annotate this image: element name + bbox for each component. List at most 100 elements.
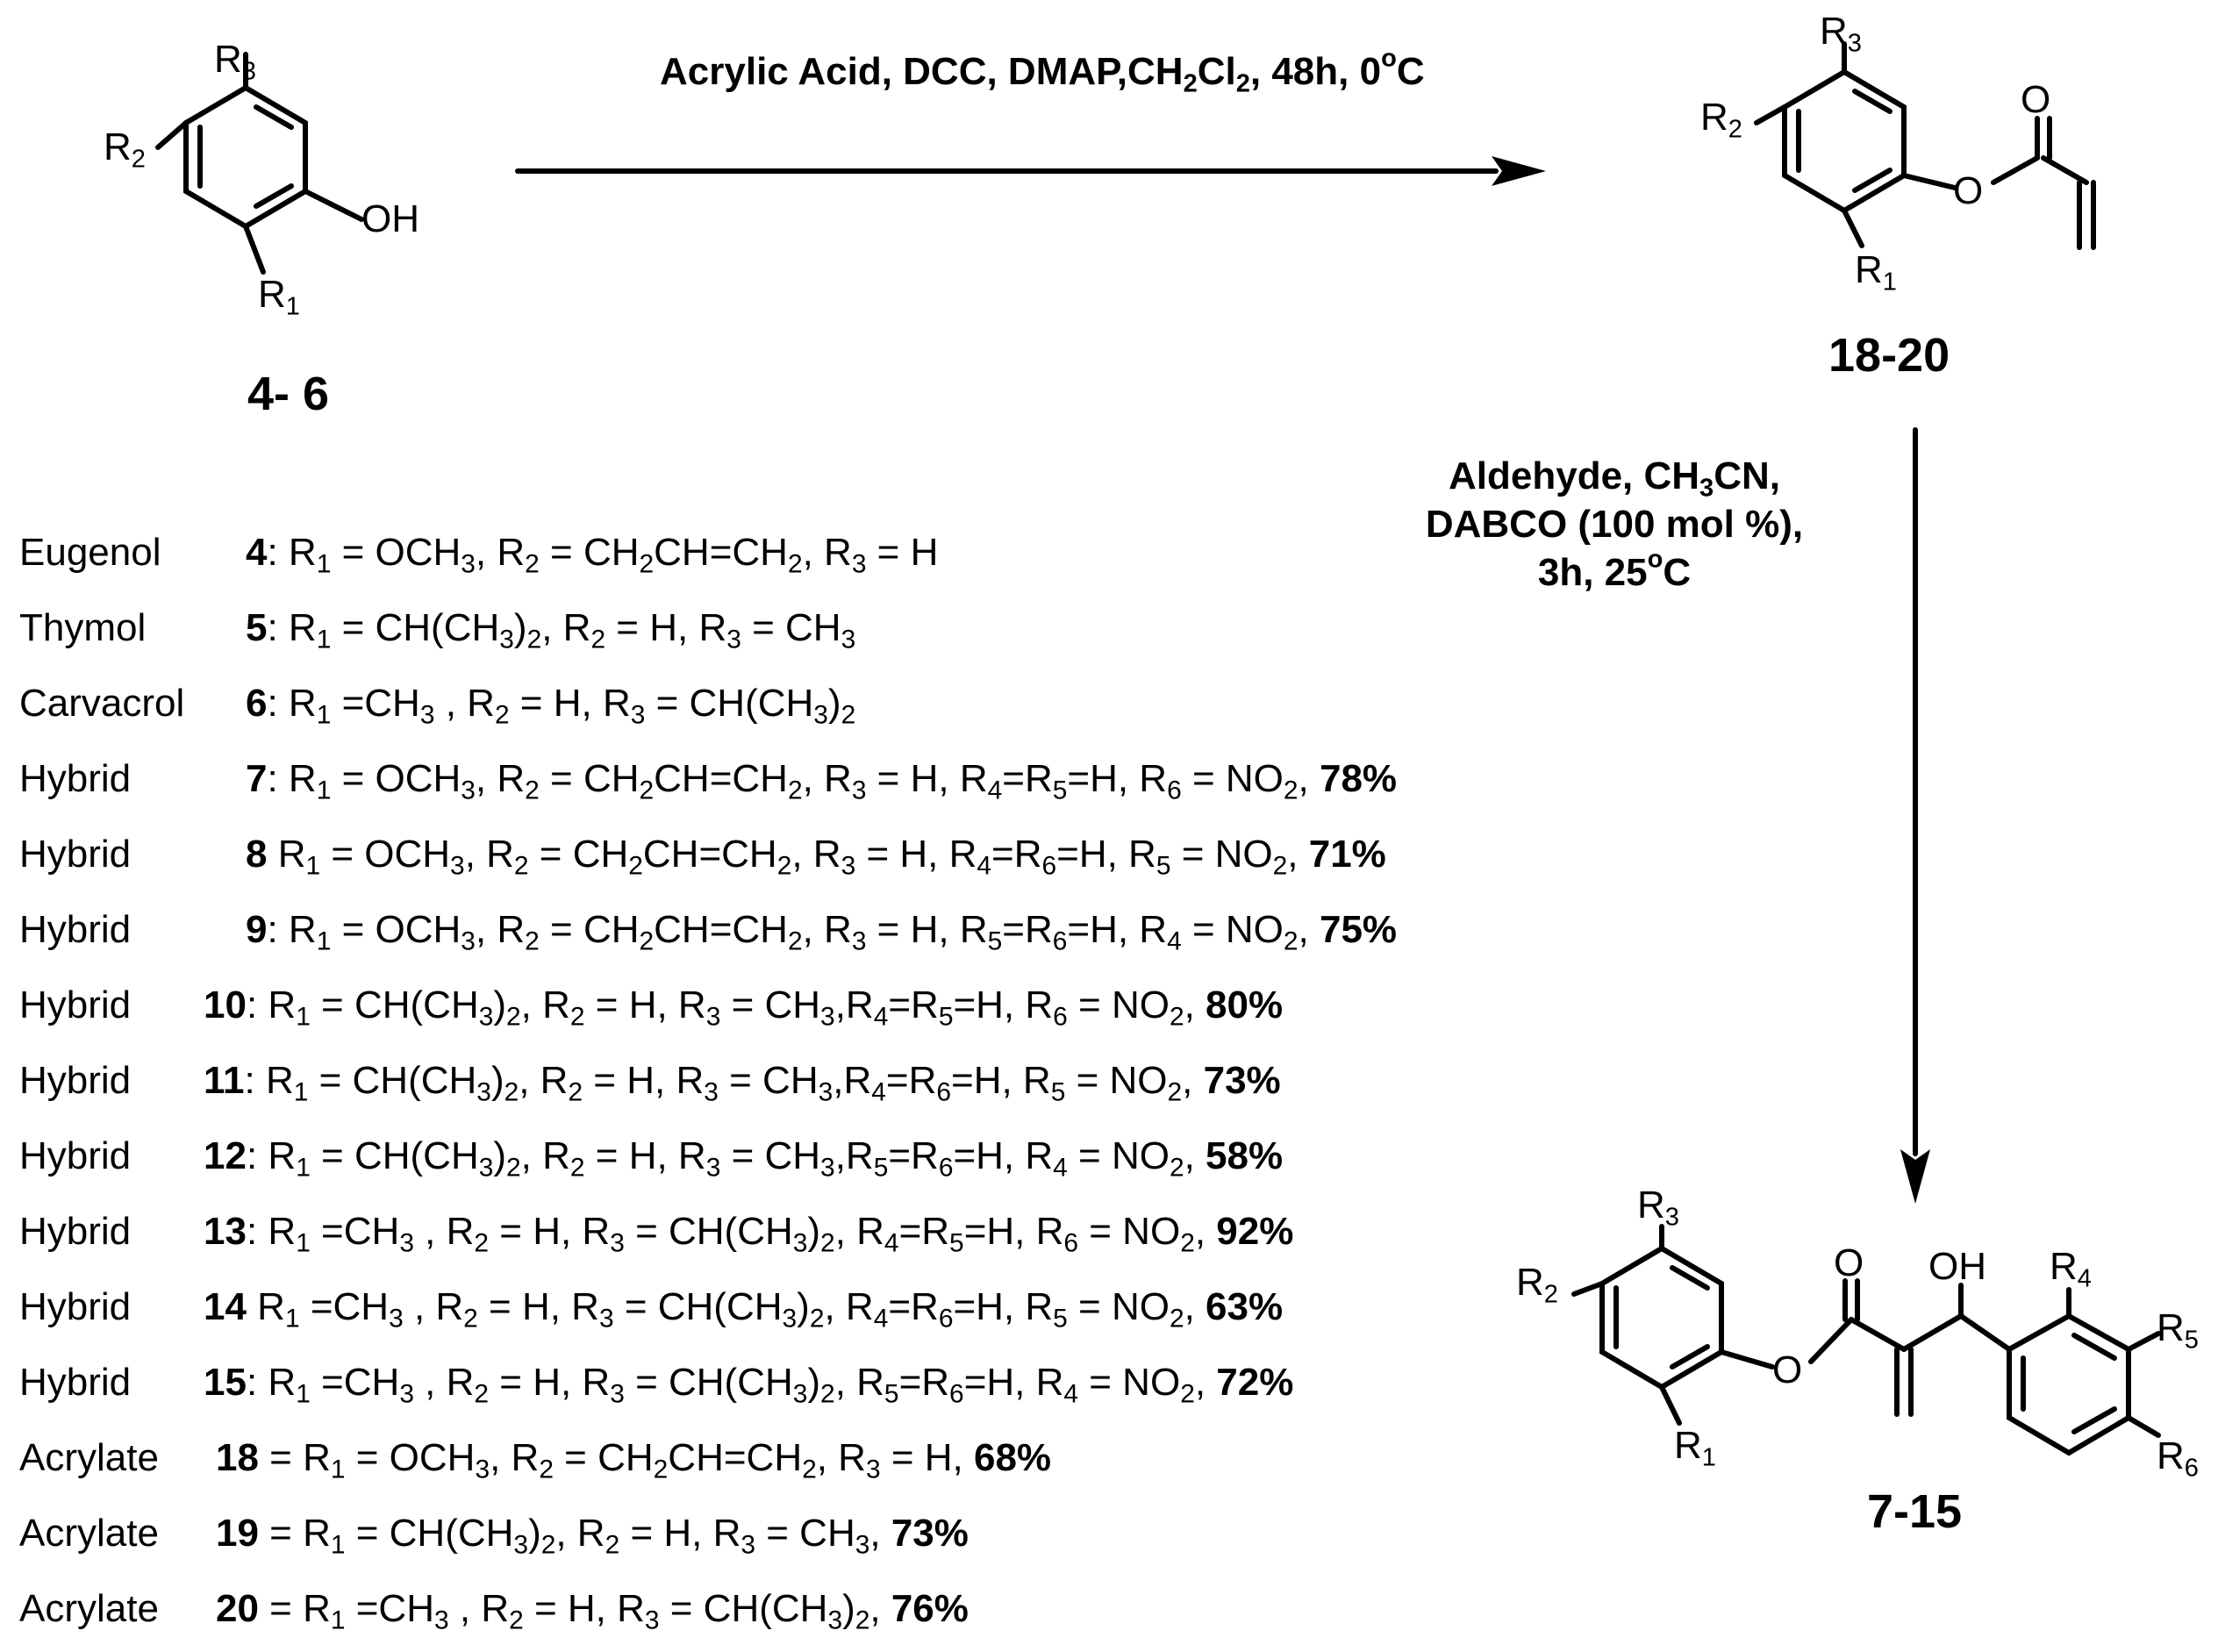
legend-compound-id: 4: [246, 531, 268, 574]
atom-o-carbonyl: O: [2021, 78, 2051, 121]
atom-r1: R1: [1674, 1424, 1716, 1472]
legend-yield: 75%: [1319, 908, 1398, 951]
phenol-structure: [155, 52, 364, 275]
aryl-acrylate-structure: [1754, 41, 2096, 250]
legend-compound-class: Hybrid: [19, 1059, 132, 1102]
r1-digits: 1: [285, 292, 300, 321]
atom-r5: R5: [2157, 1306, 2199, 1355]
legend-yield: 92%: [1216, 1210, 1294, 1253]
r1-digits: 1: [1701, 1443, 1716, 1472]
legend-compound-id: 7: [246, 757, 268, 800]
r5-digits: 5: [2184, 1326, 2199, 1355]
legend-yield: 80%: [1206, 983, 1284, 1026]
r3-digits: 3: [1847, 29, 1862, 58]
atom-r3: R3: [1820, 10, 1862, 58]
legend-substituents: 19 = R1 = CH(CH3)2, R2 = H, R3 = CH3, 73…: [216, 1512, 969, 1560]
legend-substituents: 8 R1 = OCH3, R2 = CH2CH=CH2, R3 = H, R4=…: [246, 833, 1386, 881]
legend-compound-id: 9: [246, 908, 268, 951]
reaction-arrow-2: [1900, 427, 1930, 1204]
legend-compound-id: 19: [216, 1512, 259, 1555]
legend-compound-id: 18: [216, 1436, 259, 1479]
legend-yield: 72%: [1216, 1361, 1294, 1404]
atom-o-ester: O: [1772, 1348, 1803, 1391]
legend-compound-class: Carvacrol: [19, 682, 185, 725]
compound-label-phenols: 4- 6: [247, 368, 330, 420]
step2-line-1: Aldehyde, CH3CN,: [1449, 454, 1780, 503]
legend-compound-id: 6: [246, 682, 268, 725]
legend-yield: 73%: [891, 1512, 969, 1555]
atom-r2: R2: [1700, 96, 1742, 144]
legend-compound-class: Hybrid: [19, 833, 132, 876]
legend-compound-id: 11: [204, 1059, 245, 1102]
legend-yield: 71%: [1308, 833, 1386, 876]
legend-compound-class: Acrylate: [19, 1587, 159, 1630]
step2-line-2: DABCO (100 mol %),: [1425, 503, 1804, 546]
legend-compound-id: 5: [246, 606, 268, 649]
legend-compound-class: Hybrid: [19, 1361, 132, 1404]
r2-digits: 2: [1543, 1280, 1558, 1309]
mbh-hybrid-structure: [1571, 1224, 2161, 1456]
legend-compound-class: Hybrid: [19, 757, 132, 800]
legend-compound-id: 12: [204, 1134, 247, 1177]
atom-r2: R2: [104, 125, 146, 174]
r6-digits: 6: [2184, 1454, 2199, 1483]
legend-substituents: 5: R1 = CH(CH3)2, R2 = H, R3 = CH3: [246, 606, 856, 654]
step2-conditions: Aldehyde, CH3CN, DABCO (100 mol %), 3h, …: [1404, 452, 1825, 597]
step2-line-3: 3h, 25oC: [1537, 545, 1692, 594]
r2-digits: 2: [131, 145, 146, 174]
legend-compound-class: Hybrid: [19, 908, 132, 951]
legend-yield: 68%: [973, 1436, 1052, 1479]
legend-compound-class: Hybrid: [19, 1285, 132, 1328]
step1-conditions-text: Acrylic Acid, DCC, DMAP,CH2Cl2, 48h, 0oC: [660, 44, 1425, 98]
legend-compound-class: Hybrid: [19, 1134, 132, 1177]
atom-r4: R4: [2050, 1245, 2092, 1293]
legend-compound-id: 20: [216, 1587, 259, 1630]
atom-oh: OH: [1928, 1245, 1986, 1288]
atom-o-carbonyl: O: [1834, 1241, 1864, 1284]
legend-compound-id: 8: [246, 833, 268, 876]
legend-compound-class: Hybrid: [19, 983, 132, 1026]
atom-r3: R3: [214, 38, 256, 86]
legend-compound-class: Acrylate: [19, 1436, 159, 1479]
legend-substituents: 10: R1 = CH(CH3)2, R2 = H, R3 = CH3,R4=R…: [204, 983, 1284, 1032]
r3-digits: 3: [1664, 1203, 1679, 1232]
legend-compound-class: Acrylate: [19, 1512, 159, 1555]
compound-label-hybrids: 7-15: [1867, 1485, 1963, 1538]
legend-yield: 73%: [1203, 1059, 1281, 1102]
atom-r6: R6: [2157, 1434, 2199, 1483]
legend-substituents: 11: R1 = CH(CH3)2, R2 = H, R3 = CH3,R4=R…: [204, 1059, 1281, 1107]
legend-substituents: 13: R1 =CH3 , R2 = H, R3 = CH(CH3)2, R4=…: [204, 1210, 1294, 1258]
atom-r1: R1: [258, 273, 300, 321]
atom-r3: R3: [1637, 1184, 1679, 1232]
atom-r1: R1: [1855, 248, 1897, 297]
legend-substituents: 20 = R1 =CH3 , R2 = H, R3 = CH(CH3)2, 76…: [216, 1587, 969, 1635]
atom-o-ester: O: [1953, 169, 1984, 212]
legend-compound-class: Thymol: [19, 606, 147, 649]
legend-substituents: 4: R1 = OCH3, R2 = CH2CH=CH2, R3 = H: [246, 531, 939, 579]
legend-yield: 76%: [891, 1587, 969, 1630]
r1-digits: 1: [1882, 268, 1897, 297]
atom-r2: R2: [1516, 1261, 1558, 1309]
reaction-arrow-1: [515, 156, 1546, 186]
legend-compound-id: 10: [204, 983, 247, 1026]
compound-label-acrylates: 18-20: [1828, 329, 1950, 382]
legend-substituents: 18 = R1 = OCH3, R2 = CH2CH=CH2, R3 = H, …: [216, 1436, 1052, 1484]
legend-substituents: 14 R1 =CH3 , R2 = H, R3 = CH(CH3)2, R4=R…: [204, 1285, 1284, 1334]
legend-compound-id: 15: [204, 1361, 247, 1404]
atom-oh: OH: [361, 197, 419, 240]
r2-digits: 2: [1728, 115, 1742, 144]
legend-substituents: 9: R1 = OCH3, R2 = CH2CH=CH2, R3 = H, R5…: [246, 908, 1398, 956]
r4-digits: 4: [2077, 1264, 2092, 1293]
legend-yield: 63%: [1206, 1285, 1284, 1328]
legend-substituents: 15: R1 =CH3 , R2 = H, R3 = CH(CH3)2, R5=…: [204, 1361, 1294, 1409]
step1-conditions: Acrylic Acid, DCC, DMAP,CH2Cl2, 48h, 0oC: [660, 44, 1425, 98]
legend-substituents: 7: R1 = OCH3, R2 = CH2CH=CH2, R3 = H, R4…: [246, 757, 1398, 805]
legend-compound-class: Hybrid: [19, 1210, 132, 1253]
legend-yield: 78%: [1319, 757, 1398, 800]
legend-substituents: 6: R1 =CH3 , R2 = H, R3 = CH(CH3)2: [246, 682, 856, 730]
legend-compound-id: 14: [204, 1285, 247, 1328]
legend-substituents: 12: R1 = CH(CH3)2, R2 = H, R3 = CH3,R5=R…: [204, 1134, 1284, 1183]
legend-compound-class: Eugenol: [19, 531, 161, 574]
legend-compound-id: 13: [204, 1210, 247, 1253]
